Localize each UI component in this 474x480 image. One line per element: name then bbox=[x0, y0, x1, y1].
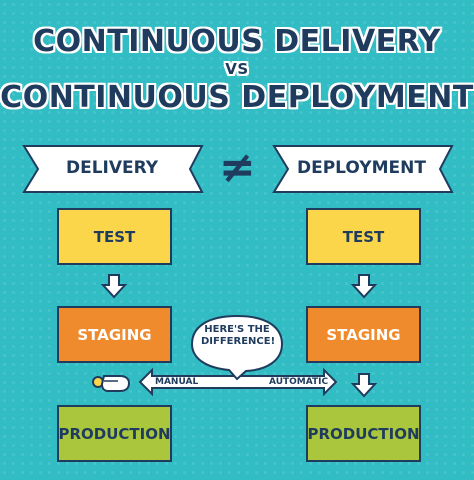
not-equal-symbol: ≠ bbox=[219, 142, 256, 193]
arrow-down-icon bbox=[350, 274, 378, 299]
deployment-banner bbox=[272, 145, 454, 193]
delivery-label: DELIVERY bbox=[66, 158, 159, 178]
callout-text: HERE'S THE DIFFERENCE! bbox=[201, 324, 276, 347]
deployment-step-staging: STAGING bbox=[306, 306, 421, 363]
double-arrow-icon bbox=[138, 367, 338, 397]
arrow-down-icon bbox=[100, 274, 128, 299]
manual-label: MANUAL bbox=[155, 377, 199, 387]
title-line2: CONTINUOUS DEPLOYMENT bbox=[0, 80, 474, 115]
hand-pointer-icon bbox=[92, 375, 131, 392]
delivery-banner bbox=[22, 145, 204, 193]
automatic-label: AUTOMATIC bbox=[269, 377, 329, 387]
callout-bubble bbox=[190, 314, 284, 381]
delivery-step-test: TEST bbox=[57, 208, 172, 265]
delivery-step-production: PRODUCTION bbox=[57, 405, 172, 462]
deployment-step-test: TEST bbox=[306, 208, 421, 265]
deployment-label: DEPLOYMENT bbox=[297, 158, 426, 178]
title-vs: VS bbox=[225, 60, 249, 78]
deployment-step-production: PRODUCTION bbox=[306, 405, 421, 462]
arrow-down-icon bbox=[350, 373, 378, 398]
delivery-step-staging: STAGING bbox=[57, 306, 172, 363]
title-line1: CONTINUOUS DELIVERY bbox=[33, 24, 441, 59]
